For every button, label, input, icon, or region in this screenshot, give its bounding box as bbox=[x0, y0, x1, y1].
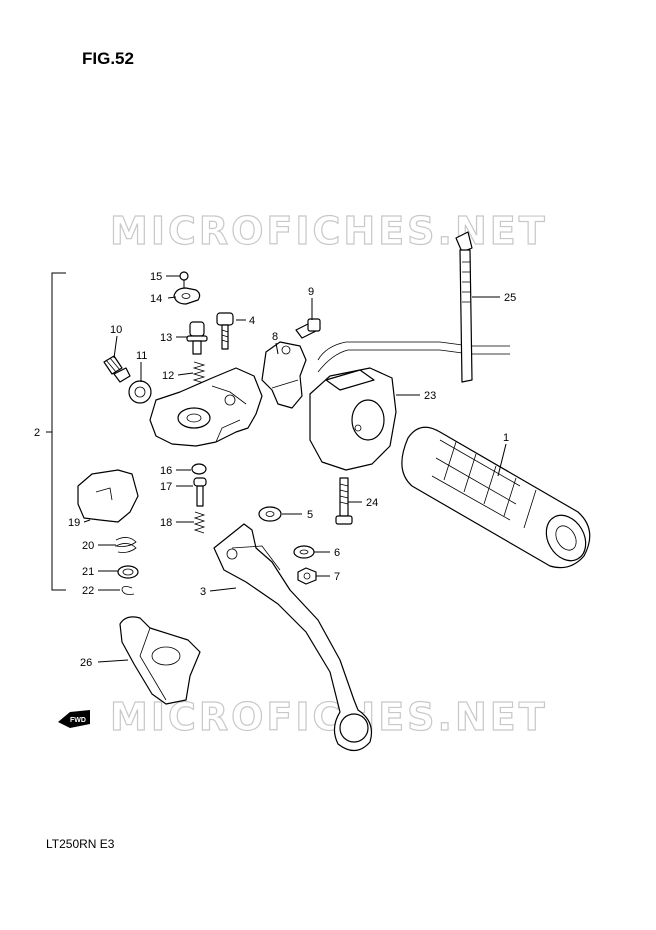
part-spring-18 bbox=[193, 511, 206, 534]
part-pin-17 bbox=[193, 477, 207, 507]
handlebar-tube bbox=[317, 341, 510, 373]
part-cap-16 bbox=[191, 463, 207, 475]
callout-24: 24 bbox=[366, 497, 378, 509]
callout-20: 20 bbox=[82, 540, 94, 552]
callout-5: 5 bbox=[307, 509, 313, 521]
part-bolt-24 bbox=[335, 477, 353, 525]
part-screw-15 bbox=[179, 271, 189, 290]
part-bolt-9 bbox=[295, 318, 321, 339]
callout-7: 7 bbox=[334, 571, 340, 583]
callout-9: 9 bbox=[308, 286, 314, 298]
part-spring-20 bbox=[114, 537, 137, 553]
model-code: LT250RN E3 bbox=[46, 837, 115, 851]
callout-11: 11 bbox=[136, 350, 147, 362]
part-ering-22 bbox=[121, 586, 135, 595]
group-bracket: 2 bbox=[34, 272, 66, 591]
callout-2: 2 bbox=[34, 427, 40, 439]
part-switch-23 bbox=[309, 367, 397, 471]
callout-22: 22 bbox=[82, 585, 94, 597]
callout-12: 12 bbox=[162, 370, 174, 382]
callout-14: 14 bbox=[150, 293, 162, 305]
watermark-bottom: MICROFICHES.NET bbox=[110, 695, 548, 739]
part-adjuster-10 bbox=[103, 355, 131, 383]
part-cover-26 bbox=[119, 616, 201, 705]
part-lever-3 bbox=[213, 523, 373, 752]
callout-4: 4 bbox=[249, 315, 255, 327]
callout-25: 25 bbox=[504, 292, 516, 304]
callout-19: 19 bbox=[68, 517, 80, 529]
fwd-label: FWD bbox=[70, 717, 86, 724]
part-pin-13 bbox=[186, 321, 208, 355]
part-grip-1 bbox=[401, 426, 591, 569]
callout-6: 6 bbox=[334, 547, 340, 559]
part-bolt-4 bbox=[216, 312, 234, 350]
callout-21: 21 bbox=[82, 566, 94, 578]
part-lever-bracket bbox=[149, 367, 263, 447]
callout-13: 13 bbox=[160, 332, 172, 344]
part-washer-6 bbox=[293, 545, 315, 559]
part-plate-14 bbox=[173, 287, 201, 305]
callout-16: 16 bbox=[160, 465, 172, 477]
leader-lines bbox=[83, 275, 507, 663]
part-clip-21 bbox=[117, 565, 139, 579]
callout-26: 26 bbox=[80, 657, 92, 669]
part-cable-tie-25 bbox=[455, 231, 473, 383]
part-bracket-19 bbox=[77, 469, 139, 523]
figure-title: FIG.52 bbox=[82, 49, 134, 68]
callout-18: 18 bbox=[160, 517, 172, 529]
callout-15: 15 bbox=[150, 271, 162, 283]
fwd-arrow-icon: FWD bbox=[58, 710, 90, 728]
watermark-top: MICROFICHES.NET bbox=[110, 209, 548, 253]
part-nut-7 bbox=[297, 567, 317, 585]
part-clamp-8 bbox=[261, 341, 307, 409]
callout-8: 8 bbox=[272, 331, 278, 343]
callout-1: 1 bbox=[503, 432, 509, 444]
callout-23: 23 bbox=[424, 390, 436, 402]
part-washer-5 bbox=[258, 506, 282, 522]
part-nut-11 bbox=[128, 380, 152, 404]
callout-17: 17 bbox=[160, 481, 172, 493]
callout-10: 10 bbox=[110, 324, 122, 336]
callout-3: 3 bbox=[200, 586, 206, 598]
callout-labels: 15 14 4 13 10 11 12 8 9 25 23 1 16 17 18… bbox=[68, 271, 516, 669]
